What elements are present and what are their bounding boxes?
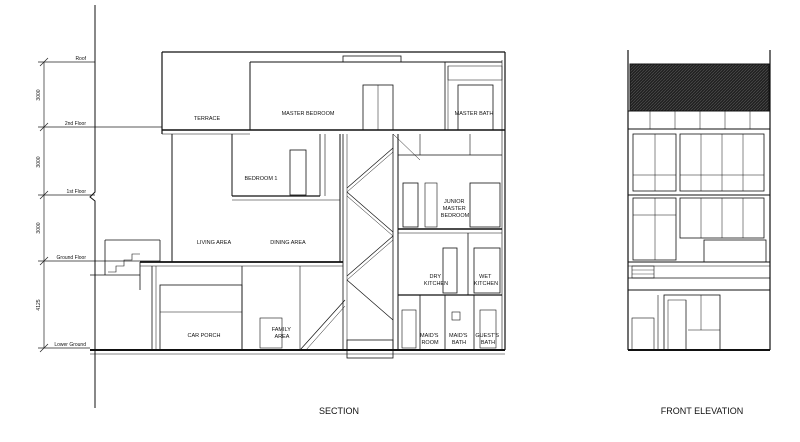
caption-front-elevation: FRONT ELEVATION — [661, 406, 744, 416]
level-label-second-floor: 2nd Floor — [65, 121, 86, 127]
room-label-dining-area: DINING AREA — [270, 240, 306, 246]
room-label-wet-kitchen: WET KITCHEN — [474, 274, 498, 287]
room-label-master-bedroom: MASTER BEDROOM — [282, 111, 335, 117]
dimension-label: 3000 — [36, 89, 42, 100]
level-label-roof: Roof — [75, 56, 86, 62]
level-label-first-floor: 1st Floor — [67, 189, 87, 195]
room-label-living-area: LIVING AREA — [197, 240, 232, 246]
caption-section: SECTION — [319, 406, 359, 416]
dimension-label: 4125 — [36, 299, 42, 310]
room-label-dry-kitchen: DRY KITCHEN — [424, 274, 448, 287]
level-label-lower-ground: Lower Ground — [54, 342, 86, 348]
room-label-master-bath: MASTER BATH — [455, 111, 494, 117]
roof-tiles — [629, 63, 770, 112]
room-label-maids-room: MAID'S ROOM — [420, 333, 440, 346]
dimension-label: 3000 — [36, 156, 42, 167]
room-label-terrace: TERRACE — [194, 116, 221, 122]
level-label-ground-floor: Ground Floor — [57, 255, 87, 261]
level-dimension-strip — [38, 57, 162, 353]
room-label-junior-master-bedroom: JUNIOR MASTER BEDROOM — [441, 199, 470, 219]
room-label-maids-bath: MAID'S BATH — [449, 333, 469, 346]
dimension-label: 3000 — [36, 222, 42, 233]
room-label-guests-bath: GUEST'S BATH — [475, 333, 500, 346]
section-drawing — [90, 51, 506, 359]
room-label-family-area: FAMILY AREA — [272, 327, 293, 340]
front-elevation-drawing — [627, 50, 771, 351]
boundary-break-line — [89, 5, 96, 408]
room-label-car-porch: CAR PORCH — [187, 333, 220, 339]
room-label-bedroom-1: BEDROOM 1 — [244, 176, 277, 182]
